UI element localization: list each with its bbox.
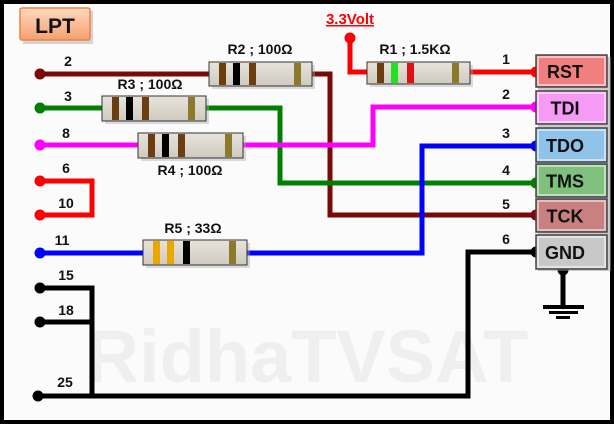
supply-label: 3.3Volt — [326, 11, 374, 28]
jtag-pin-name: RST — [547, 62, 583, 82]
connection-dot — [34, 68, 46, 80]
jtag-pin-tdi: TDI — [535, 90, 608, 125]
resistor-label: R4 ; 100Ω — [158, 162, 223, 178]
resistors: R1 ; 1.5KΩ R2 ; 100Ω R3 ; 100Ω R4 ; 100Ω R5 … — [101, 41, 473, 268]
wire-rst-vcc — [347, 38, 367, 75]
wire-tdi-2 — [243, 104, 536, 148]
lpt-pin-number: 2 — [64, 53, 72, 69]
jtag-pin-number: 4 — [502, 162, 510, 178]
resistor-band — [162, 134, 169, 157]
jtag-pin-name: TDO — [546, 136, 584, 156]
lpt-pin-number: 8 — [62, 125, 70, 141]
resistor-label: R5 ; 33Ω — [164, 220, 221, 236]
resistor-band — [188, 97, 195, 120]
jtag-pin-name: TCK — [547, 207, 584, 227]
resistor-band — [142, 97, 149, 120]
resistor-band — [249, 63, 256, 85]
labels: 2 3 8 6 10 11 15 18 25 1 2 3 4 5 6 — [55, 51, 511, 390]
resistor-band — [452, 63, 459, 83]
lpt-pin-number: 25 — [57, 374, 73, 390]
resistor-r4: R4 ; 100Ω — [137, 132, 246, 178]
jtag-pin-gnd: GND — [535, 234, 608, 270]
lpt-pin-number: 6 — [62, 160, 70, 176]
connection-dot — [34, 175, 46, 187]
wire-gnd-25 — [38, 249, 536, 399]
connection-dot — [34, 209, 46, 221]
connection-dot — [34, 316, 46, 328]
jtag-pin-tms: TMS — [535, 163, 608, 198]
jtag-pin-name: TDI — [551, 99, 580, 119]
resistor-band — [153, 241, 160, 264]
resistor-band — [233, 63, 240, 85]
wire-jumper-6-10 — [40, 178, 95, 218]
lpt-pin-number: 10 — [58, 195, 74, 211]
connection-dot — [344, 32, 356, 44]
jtag-pin-number: 3 — [502, 125, 510, 141]
resistor-band — [148, 134, 155, 157]
jtag-connector: RST TDI TDO TMS TCK GND — [535, 54, 611, 271]
resistor-band — [183, 241, 190, 264]
jtag-pin-name: GND — [545, 243, 585, 263]
connection-dot — [34, 139, 46, 151]
lpt-title: LPT — [35, 15, 75, 38]
lpt-pin-number: 15 — [58, 267, 74, 283]
resistor-band — [229, 241, 236, 264]
lpt-title-box: LPT — [19, 7, 93, 44]
lpt-pin-number: 3 — [64, 88, 72, 104]
jtag-pin-rst: RST — [535, 54, 608, 88]
wire-tdo-2 — [247, 143, 536, 256]
jtag-pin-name: TMS — [546, 172, 584, 192]
jtag-pin-number: 1 — [502, 51, 510, 67]
connection-dot — [34, 247, 46, 259]
resistor-label: R1 ; 1.5KΩ — [379, 41, 450, 57]
jtag-pin-number: 2 — [502, 86, 510, 102]
connection-dot — [32, 390, 44, 402]
resistor-band — [225, 134, 232, 157]
resistor-band — [167, 241, 174, 264]
resistor-band — [219, 63, 226, 85]
resistor-band — [391, 63, 398, 83]
resistor-label: R3 ; 100Ω — [118, 76, 183, 92]
lpt-pin-number: 18 — [58, 302, 74, 318]
resistor-band — [112, 97, 119, 120]
wire-gnd — [40, 285, 95, 396]
resistor-band — [178, 134, 185, 157]
lpt-pin-number: 11 — [55, 232, 70, 248]
jtag-pin-tck: TCK — [535, 198, 608, 233]
resistor-band — [294, 63, 301, 85]
connection-dot — [34, 282, 46, 294]
connection-dot — [34, 102, 46, 114]
resistor-band — [377, 63, 384, 83]
jtag-pin-number: 5 — [502, 196, 510, 212]
ground-symbol — [543, 305, 584, 319]
resistor-band — [126, 97, 133, 120]
jtag-pin-number: 6 — [502, 231, 510, 247]
resistor-r3: R3 ; 100Ω — [101, 76, 209, 124]
resistor-r1: R1 ; 1.5KΩ — [366, 41, 473, 87]
resistor-r2: R2 ; 100Ω — [208, 41, 315, 89]
jtag-pin-tdo: TDO — [535, 127, 608, 163]
resistor-band — [407, 63, 414, 83]
watermark: RidhaTVSAT — [86, 315, 529, 398]
resistor-r5: R5 ; 33Ω — [142, 220, 250, 268]
resistor-label: R2 ; 100Ω — [228, 41, 293, 57]
